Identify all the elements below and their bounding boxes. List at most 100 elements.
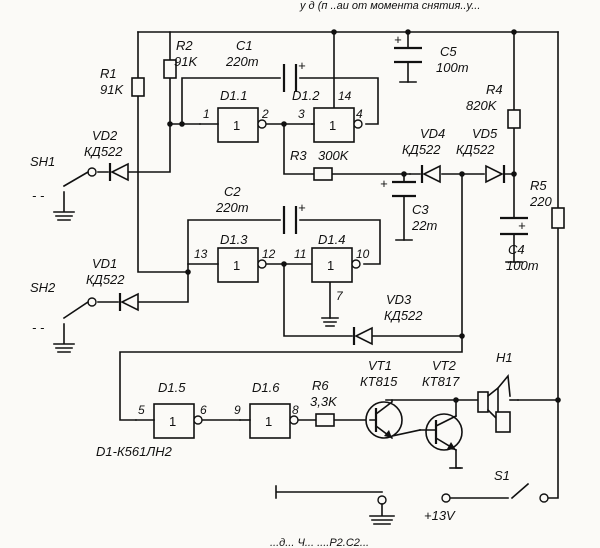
d1-3-pin-out: 12 <box>262 247 276 261</box>
r4-ref: R4 <box>486 82 503 97</box>
d1-3-pin-in: 13 <box>194 247 208 261</box>
d1-6-pin-in: 9 <box>234 403 241 417</box>
vd5-ref: VD5 <box>472 126 498 141</box>
vd1-ref: VD1 <box>92 256 117 271</box>
c4-value: 100m <box>506 258 539 273</box>
r2-value: 91K <box>174 54 198 69</box>
c5-ref: C5 <box>440 44 457 59</box>
r1-value: 91K <box>100 82 124 97</box>
resistor-r4 <box>507 109 521 129</box>
r5-value: 220 <box>529 194 552 209</box>
capacitor-c2: + <box>282 200 306 234</box>
h1-emitter <box>477 374 519 433</box>
h1-ref: H1 <box>496 350 513 365</box>
capacitor-c3: + <box>380 176 416 198</box>
d1-4-pin-out: 10 <box>356 247 370 261</box>
sensor-sh2 <box>53 297 97 353</box>
vt1-value: КТ815 <box>360 374 398 389</box>
svg-text:+: + <box>298 200 306 215</box>
r4-value: 820K <box>466 98 498 113</box>
d1-4-pin-in: 11 <box>294 247 306 261</box>
gate-d1-1: 1 <box>199 107 267 143</box>
r3-value: 300K <box>318 148 350 163</box>
resistor-r2 <box>163 59 177 79</box>
resistor-r6 <box>315 413 335 427</box>
r5-ref: R5 <box>530 178 547 193</box>
vt2-value: КТ817 <box>422 374 460 389</box>
vd3-value: КД522 <box>384 308 423 323</box>
vt1-ref: VT1 <box>368 358 392 373</box>
svg-text:+: + <box>518 218 526 233</box>
vd4-value: КД522 <box>402 142 441 157</box>
s1-ref: S1 <box>494 468 510 483</box>
capacitor-c1: + <box>282 58 306 92</box>
c2-value: 220m <box>215 200 249 215</box>
d1-1-ref: D1.1 <box>220 88 247 103</box>
switch-s1 <box>441 482 549 503</box>
svg-text:1: 1 <box>327 258 334 273</box>
sh1-marks: - - <box>32 188 45 203</box>
vd2-ref: VD2 <box>92 128 118 143</box>
svg-text:+: + <box>394 32 402 47</box>
svg-text:1: 1 <box>329 118 336 133</box>
sh2-marks: - - <box>32 320 45 335</box>
sensor-sh1 <box>53 167 97 221</box>
d1-5-ref: D1.5 <box>158 380 186 395</box>
capacitor-c5: + <box>394 32 422 64</box>
r3-ref: R3 <box>290 148 307 163</box>
cropped-footer-text: ...д... Ч... ....Р2.С2... <box>270 537 369 548</box>
c3-ref: C3 <box>412 202 429 217</box>
c5-value: 100m <box>436 60 469 75</box>
diode-vd3 <box>352 326 373 346</box>
ground-main <box>369 495 395 525</box>
c1-ref: C1 <box>236 38 253 53</box>
diode-vd2 <box>108 162 129 182</box>
vt2-ref: VT2 <box>432 358 457 373</box>
capacitor-c4: + <box>500 216 528 236</box>
diode-vd4 <box>420 164 441 184</box>
d1-5-pin-out: 6 <box>200 403 207 417</box>
c2-ref: C2 <box>224 184 241 199</box>
r1-ref: R1 <box>100 66 117 81</box>
junction-dots <box>167 29 561 403</box>
vd5-value: КД522 <box>456 142 495 157</box>
d1-5-pin-in: 5 <box>138 403 145 417</box>
d1-2-pin-out: 4 <box>356 107 363 121</box>
chip-note: D1-К561ЛН2 <box>96 444 173 459</box>
resistor-r1 <box>131 77 145 97</box>
svg-text:1: 1 <box>169 414 176 429</box>
svg-text:+: + <box>298 58 306 73</box>
d1-2-pin-in: 3 <box>298 107 305 121</box>
c3-value: 22m <box>411 218 437 233</box>
svg-text:1: 1 <box>265 414 272 429</box>
d1-4-pin-gnd: 7 <box>336 289 344 303</box>
r6-value: 3,3K <box>310 394 338 409</box>
r6-ref: R6 <box>312 378 329 393</box>
d1-2-pin-vcc: 14 <box>338 89 352 103</box>
d1-1-pin-in: 1 <box>203 107 210 121</box>
d1-3-ref: D1.3 <box>220 232 248 247</box>
vd2-value: КД522 <box>84 144 123 159</box>
vd1-value: КД522 <box>86 272 125 287</box>
resistor-r3 <box>313 167 333 181</box>
gate-d1-5: 1 <box>135 403 203 439</box>
transistor-vt1 <box>365 399 403 440</box>
c1-value: 220m <box>225 54 259 69</box>
d1-6-pin-out: 8 <box>292 403 299 417</box>
diode-vd5 <box>485 164 506 184</box>
cropped-header-text: у д (п ..аи от момента снятия..у... <box>299 0 480 12</box>
ground-d1-4 <box>321 317 339 327</box>
svg-text:1: 1 <box>233 258 240 273</box>
d1-2-ref: D1.2 <box>292 88 320 103</box>
sh2-ref: SH2 <box>30 280 56 295</box>
gate-d1-4: 1 <box>311 247 361 283</box>
svg-text:+: + <box>380 176 388 191</box>
vd4-ref: VD4 <box>420 126 445 141</box>
d1-6-ref: D1.6 <box>252 380 280 395</box>
resistor-r5 <box>551 207 565 229</box>
r2-ref: R2 <box>176 38 193 53</box>
gate-d1-2: 1 <box>311 107 363 143</box>
sh1-ref: SH1 <box>30 154 55 169</box>
d1-1-pin-out: 2 <box>261 107 269 121</box>
